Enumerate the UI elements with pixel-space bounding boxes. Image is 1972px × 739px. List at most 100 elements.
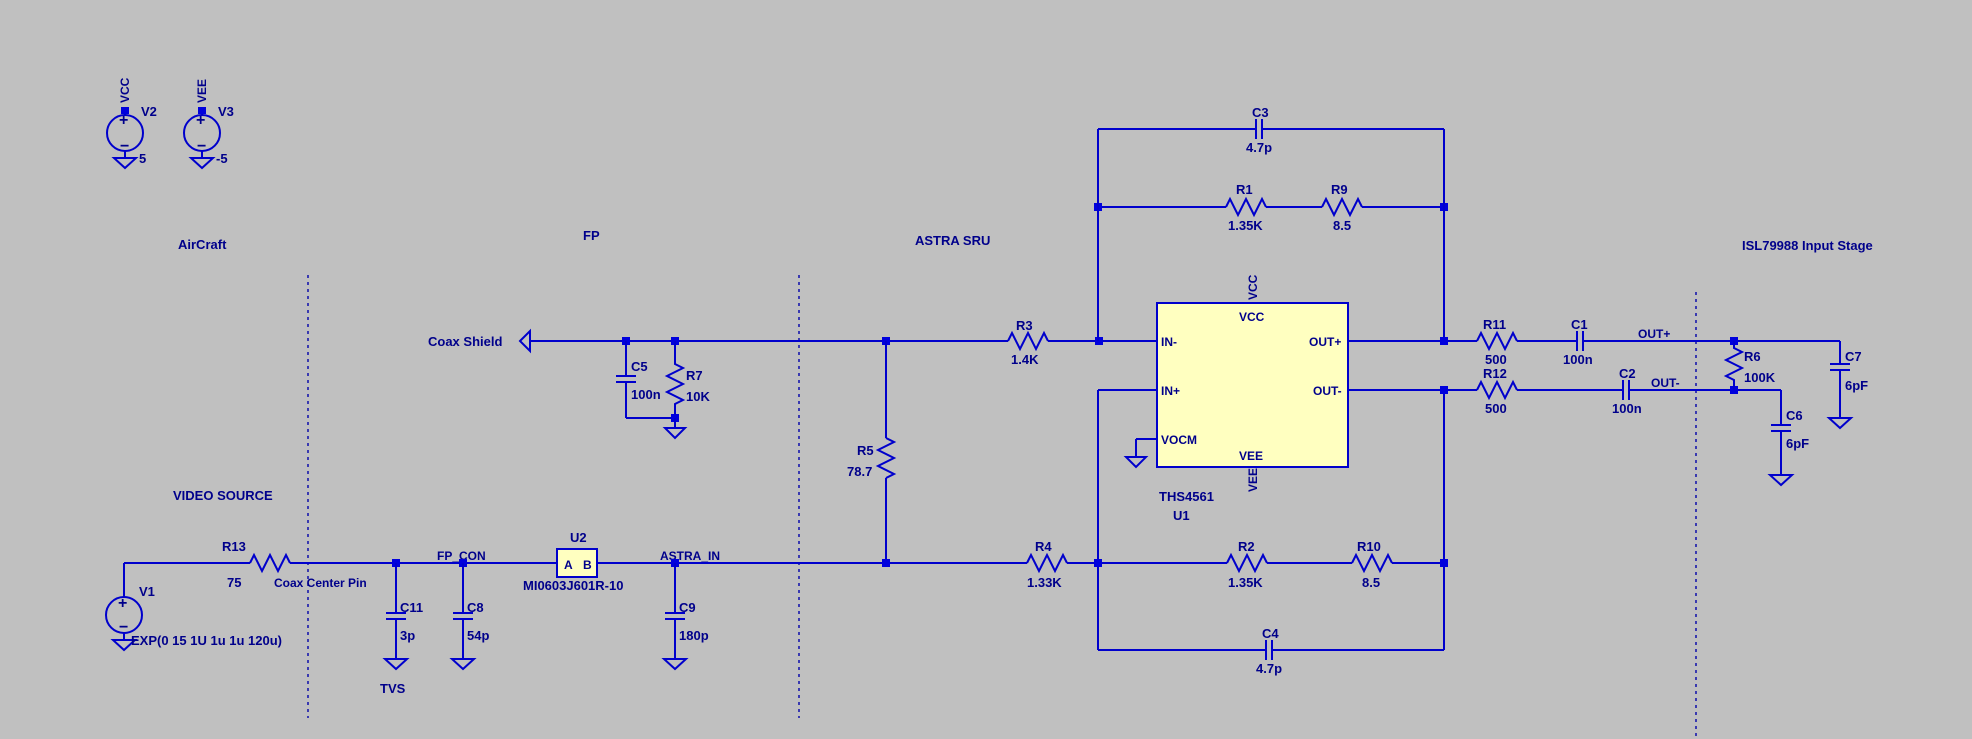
svg-text:+: + [196,112,205,129]
resistor-r11[interactable] [1476,330,1518,352]
c6-value: 6pF [1786,436,1809,451]
ground-r7 [662,427,688,440]
resistor-r3[interactable] [1007,330,1049,352]
resistor-r9[interactable] [1321,196,1363,218]
source-v2-value: 5 [139,151,146,166]
r5-name: R5 [857,443,874,458]
r7-name: R7 [686,368,703,383]
net-label-tvs: TVS [380,681,406,696]
svg-text:−: − [197,138,206,155]
net-label-out-n: OUT- [1651,376,1680,390]
resistor-r10[interactable] [1351,552,1393,574]
resistor-r6[interactable] [1723,341,1745,390]
opamp-pin-in-p: IN+ [1161,384,1180,398]
u2-part: MI0603J601R-10 [523,578,623,593]
r11-name: R11 [1483,317,1506,332]
opamp-pin-vocm: VOCM [1161,433,1197,447]
c7-value: 6pF [1845,378,1868,393]
opamp-u1[interactable] [1156,302,1349,468]
opamp-part: THS4561 [1159,489,1214,504]
c7-name: C7 [1845,349,1862,364]
resistor-r4[interactable] [1026,552,1068,574]
u2-pin-a: A [564,558,573,572]
r13-value: 75 [227,575,241,590]
resistor-r1[interactable] [1225,196,1267,218]
net-label-astra-in: ASTRA_IN [660,549,720,563]
capacitor-c2[interactable] [1622,380,1630,400]
net-label-vcc-u1: VCC [1246,274,1260,300]
r2-name: R2 [1238,539,1255,554]
r4-name: R4 [1035,539,1052,554]
source-v3[interactable]: + − VEE V3 -5 [183,79,234,170]
capacitor-c4[interactable] [1265,640,1273,660]
source-v2[interactable]: + − VCC V2 5 [106,77,157,170]
c8-name: C8 [467,600,484,615]
opamp-ref: U1 [1173,508,1190,523]
resistor-r5[interactable] [875,437,897,479]
svg-text:−: − [120,138,129,155]
r13-name: R13 [222,539,246,554]
capacitor-c6[interactable] [1767,390,1795,487]
capacitor-c7[interactable] [1826,341,1854,430]
r7-value: 10K [686,389,710,404]
r10-name: R10 [1357,539,1381,554]
net-label-out-p: OUT+ [1638,327,1670,341]
net-label-coax-center: Coax Center Pin [274,576,367,590]
net-label-fp-con: FP_CON [437,549,486,563]
source-v1-name: V1 [139,584,155,599]
ferrite-u2[interactable] [556,548,598,578]
c5-value: 100n [631,387,661,402]
svg-text:+: + [118,595,127,612]
u2-ref: U2 [570,530,587,545]
opamp-pin-vcc: VCC [1239,310,1265,324]
r4-value: 1.33K [1027,575,1062,590]
capacitor-c1[interactable] [1576,331,1584,351]
c4-name: C4 [1262,626,1279,641]
capacitor-c9[interactable] [661,563,689,671]
ground-vocm [1123,456,1149,469]
section-label-isl: ISL79988 Input Stage [1742,238,1873,253]
c8-value: 54p [467,628,489,643]
c11-value: 3p [400,628,415,643]
r6-value: 100K [1744,370,1776,385]
opamp-pin-vee: VEE [1239,449,1263,463]
r12-name: R12 [1483,366,1507,381]
net-label-vee-u1: VEE [1246,468,1260,492]
resistor-r2[interactable] [1226,552,1268,574]
svg-text:+: + [119,112,128,129]
section-label-video-source: VIDEO SOURCE [173,488,273,503]
c5-name: C5 [631,359,648,374]
c9-name: C9 [679,600,696,615]
capacitor-c8[interactable] [449,563,477,671]
r12-value: 500 [1485,401,1507,416]
r1-name: R1 [1236,182,1253,197]
capacitor-c3[interactable] [1255,119,1263,139]
r5-value: 78.7 [847,464,872,479]
net-label-vee-v3: VEE [195,79,209,103]
opamp-pin-in-n: IN- [1161,335,1177,349]
source-v1[interactable]: + − [105,563,143,652]
capacitor-c11[interactable] [382,563,410,671]
resistor-r13[interactable] [249,552,291,574]
r1-value: 1.35K [1228,218,1263,233]
section-label-aircraft: AirCraft [178,237,227,252]
r10-value: 8.5 [1362,575,1380,590]
r9-value: 8.5 [1333,218,1351,233]
section-label-astra-sru: ASTRA SRU [915,233,990,248]
c11-name: C11 [400,600,423,615]
c2-value: 100n [1612,401,1642,416]
source-v3-value: -5 [216,151,228,166]
c4-value: 4.7p [1256,661,1282,676]
c1-value: 100n [1563,352,1593,367]
resistor-r7[interactable] [664,341,686,418]
net-label-coax-shield: Coax Shield [428,334,502,349]
source-v3-name: V3 [218,104,234,119]
u2-pin-b: B [583,558,592,572]
capacitor-c5[interactable] [616,341,636,418]
r6-name: R6 [1744,349,1761,364]
c9-value: 180p [679,628,709,643]
section-label-fp: FP [583,228,600,243]
resistor-r12[interactable] [1476,379,1518,401]
c3-value: 4.7p [1246,140,1272,155]
